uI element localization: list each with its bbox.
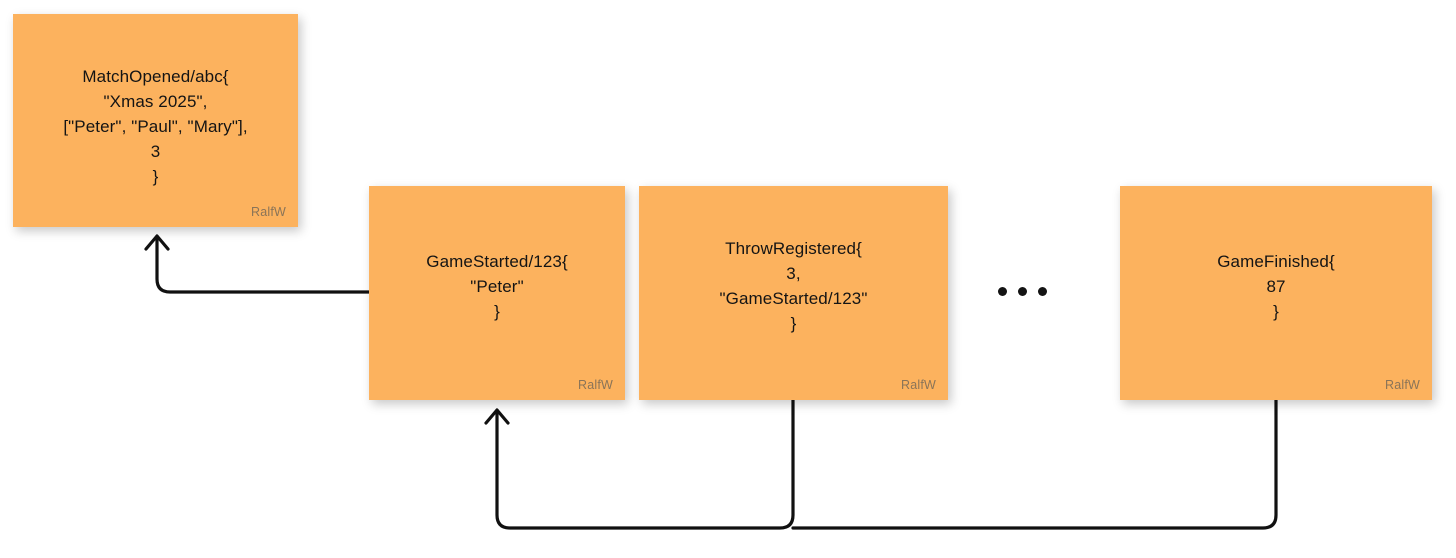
card-game-finished-body: GameFinished{ 87 } xyxy=(1217,252,1335,321)
ellipsis-dot xyxy=(998,287,1007,296)
card-game-started-author: RalfW xyxy=(577,378,613,392)
card-throw-registered-author: RalfW xyxy=(900,378,936,392)
arrow-throw-registered-to-game-started-head xyxy=(484,408,510,425)
card-match-opened[interactable]: MatchOpened/abc{ "Xmas 2025", ["Peter", … xyxy=(13,14,298,227)
card-game-finished[interactable]: GameFinished{ 87 } RalfW xyxy=(1120,186,1432,400)
card-game-started-body: GameStarted/123{ "Peter" } xyxy=(426,252,568,321)
ellipsis-dot xyxy=(1018,287,1027,296)
card-throw-registered-body: ThrowRegistered{ 3, "GameStarted/123" } xyxy=(719,239,868,333)
line-game-finished-to-stream xyxy=(791,398,1278,530)
card-game-started[interactable]: GameStarted/123{ "Peter" } RalfW xyxy=(369,186,625,400)
arrow-game-started-to-match-opened-line xyxy=(155,236,371,294)
card-match-opened-author: RalfW xyxy=(250,205,286,219)
ellipsis-continuation xyxy=(998,287,1047,296)
card-match-opened-body: MatchOpened/abc{ "Xmas 2025", ["Peter", … xyxy=(63,67,248,186)
arrow-throw-registered-to-game-started-line xyxy=(495,398,795,530)
card-throw-registered[interactable]: ThrowRegistered{ 3, "GameStarted/123" } … xyxy=(639,186,948,400)
ellipsis-dot xyxy=(1038,287,1047,296)
arrow-game-started-to-match-opened-head xyxy=(144,234,170,251)
card-game-finished-author: RalfW xyxy=(1384,378,1420,392)
